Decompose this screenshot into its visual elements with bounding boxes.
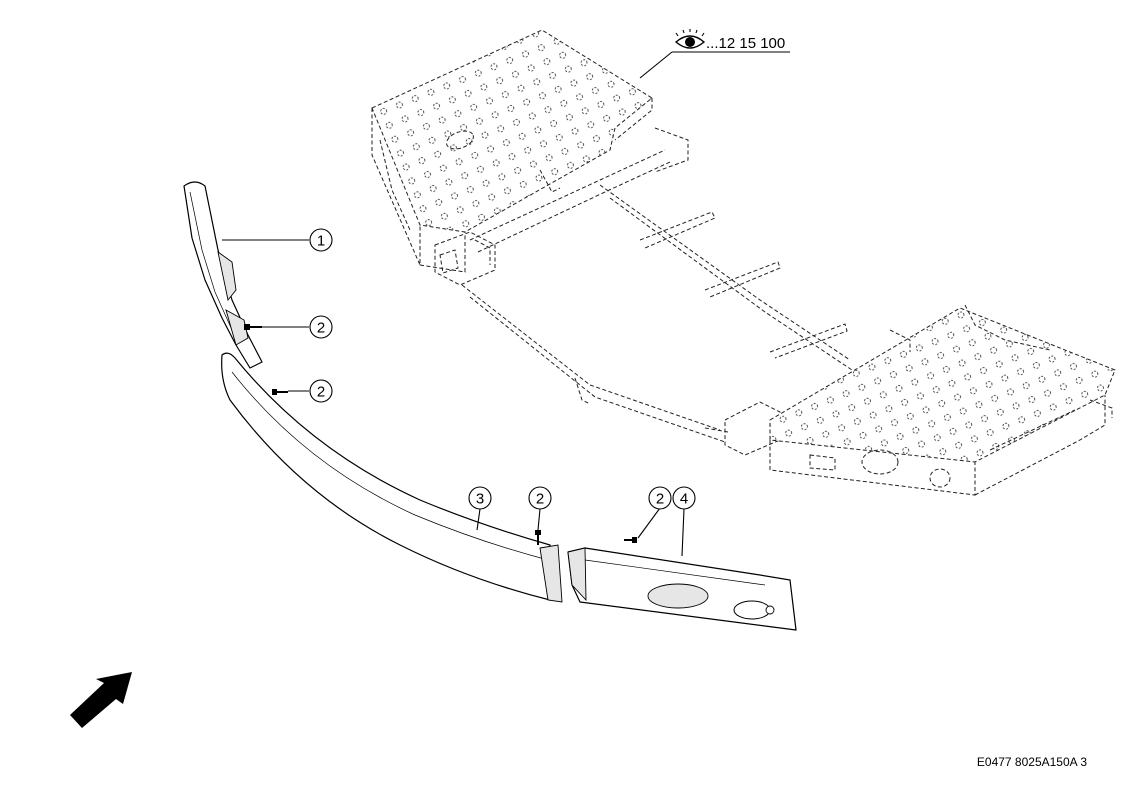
screw-d — [624, 537, 637, 543]
callout-4-number: 4 — [680, 491, 688, 508]
screws — [244, 324, 637, 545]
callout-1: 1 — [309, 228, 333, 252]
callout-2c-number: 2 — [536, 491, 544, 508]
screw-b — [272, 389, 288, 395]
callout-circles: 1 2 2 3 2 2 4 — [309, 228, 696, 510]
callout-3-number: 3 — [476, 491, 484, 508]
screw-c — [535, 530, 541, 545]
part-4-end-piece — [567, 547, 797, 631]
callout-3: 3 — [468, 486, 492, 510]
callout-1-number: 1 — [317, 233, 325, 250]
callout-2c: 2 — [528, 486, 552, 510]
callout-2d-number: 2 — [656, 491, 664, 508]
part-3-trim-strip — [221, 352, 563, 603]
drawing-code: E0477 8025A150A 3 — [977, 755, 1087, 769]
reference-callout: ...12 15 100 — [639, 29, 790, 79]
callout-2d: 2 — [648, 486, 672, 510]
callout-2a: 2 — [309, 315, 333, 339]
direction-arrow-icon — [70, 672, 132, 728]
chassis-frame — [371, 29, 1116, 496]
callout-4: 4 — [672, 486, 696, 510]
part-1-end-cap — [183, 181, 263, 369]
leader-lines — [222, 239, 685, 557]
callout-2b-number: 2 — [317, 384, 325, 401]
reference-label: ...12 15 100 — [706, 35, 785, 52]
callout-2a-number: 2 — [317, 320, 325, 337]
eye-icon — [674, 29, 706, 49]
screw-a — [244, 324, 262, 330]
callout-2b: 2 — [309, 379, 333, 403]
